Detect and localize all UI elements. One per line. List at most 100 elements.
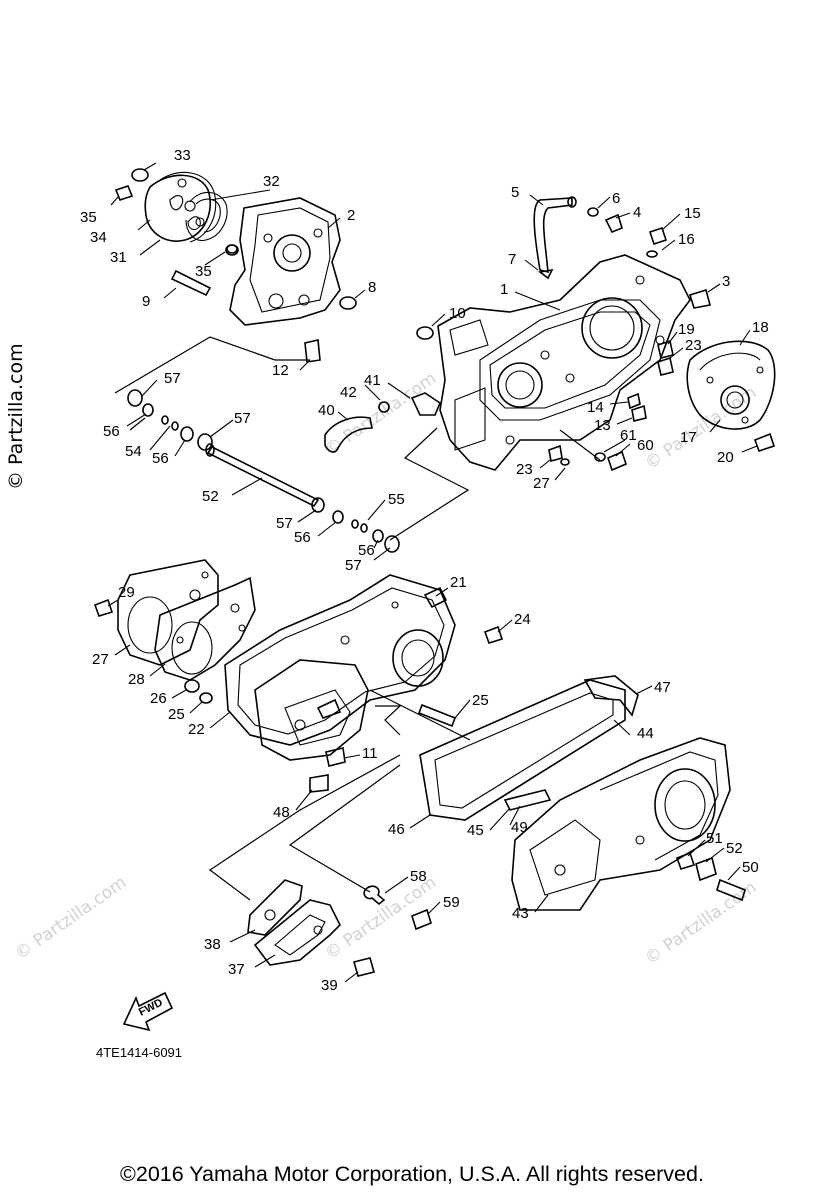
- clip-43: [378, 401, 390, 413]
- callout: 14: [587, 399, 604, 416]
- bolt-59: [411, 908, 432, 931]
- watermark-text: © Partzilla.com: [11, 872, 130, 964]
- cover-18: [686, 340, 776, 430]
- callout: 57: [234, 410, 251, 427]
- callout: 55: [388, 491, 405, 508]
- callout: 13: [594, 417, 611, 434]
- callout: 39: [321, 977, 338, 994]
- callout: 56: [358, 542, 375, 559]
- oring-16: [646, 250, 658, 258]
- bolt-14: [627, 392, 641, 410]
- callout: 45: [467, 822, 484, 839]
- dowel-3: [689, 288, 711, 309]
- callout: 23: [685, 337, 702, 354]
- callout: 57: [164, 370, 181, 387]
- callout: 18: [752, 319, 769, 336]
- callout: 46: [388, 821, 405, 838]
- diagram-code: 4TE1414-6091: [96, 1045, 182, 1060]
- callout: 38: [204, 936, 221, 953]
- plate-46: [503, 789, 552, 811]
- callout: 25: [472, 692, 489, 709]
- bracket-38: [253, 899, 341, 966]
- callout: 25: [168, 706, 185, 723]
- callout: 6: [612, 190, 620, 207]
- callout: 28: [128, 671, 145, 688]
- callout: 43: [512, 905, 529, 922]
- plug-15: [648, 226, 668, 246]
- dowel-27: [184, 679, 200, 693]
- crankcase-cover-44: [511, 737, 731, 911]
- bracket-39: [247, 879, 303, 936]
- bolt-24: [483, 625, 504, 644]
- callout: 49: [511, 819, 528, 836]
- callout: 23: [516, 461, 533, 478]
- leader-lines: [107, 162, 758, 983]
- gasket-29: [117, 559, 219, 666]
- callout: 7: [508, 251, 516, 268]
- bolt-31: [93, 598, 114, 617]
- shaft-54: [205, 443, 320, 508]
- callout: 27: [92, 651, 109, 668]
- bolt-40: [353, 957, 375, 977]
- oring-53: [695, 856, 717, 882]
- plug-11: [325, 747, 346, 767]
- callout: 61: [620, 427, 637, 444]
- gasket-33: [185, 191, 228, 242]
- nipple-42: [410, 392, 441, 416]
- callout: 19: [678, 321, 695, 338]
- washer-61: [594, 452, 606, 462]
- callout: 51: [706, 830, 723, 847]
- hose-5-end: [567, 196, 577, 208]
- plug-13: [631, 404, 647, 422]
- callout: 33: [174, 147, 191, 164]
- callout: 1: [500, 281, 508, 298]
- callout: 20: [717, 449, 734, 466]
- washer-34: [131, 168, 149, 182]
- callout: 54: [125, 443, 142, 460]
- callout: 16: [678, 231, 695, 248]
- callout: 4: [633, 204, 641, 221]
- crankcase-cover-22: [224, 574, 456, 761]
- callout: 42: [340, 384, 357, 401]
- callout: 24: [514, 611, 531, 628]
- reference-lines: [114, 336, 601, 901]
- callout: 56: [294, 529, 311, 546]
- callout: 47: [654, 679, 671, 696]
- callout: 60: [637, 437, 654, 454]
- watermark-side-text: © Partzilla.com: [5, 343, 27, 490]
- callout: 57: [276, 515, 293, 532]
- callout: 59: [443, 894, 460, 911]
- bolt-25: [417, 703, 457, 728]
- callout: 44: [637, 725, 654, 742]
- clamp-58: [363, 885, 386, 906]
- sponge-49: [309, 774, 329, 793]
- callout: 17: [680, 429, 697, 446]
- callout: 50: [742, 859, 759, 876]
- callout: 48: [273, 804, 290, 821]
- callout: 41: [364, 372, 381, 389]
- bolt-9: [170, 269, 212, 297]
- callout: 35: [80, 209, 97, 226]
- dowel-23: [657, 356, 674, 376]
- callout: 58: [410, 868, 427, 885]
- callout: 8: [368, 279, 376, 296]
- watermark-text: © Partzilla.com: [641, 877, 760, 969]
- gasket-30: [154, 576, 256, 681]
- callout: 5: [511, 184, 519, 201]
- callout: 31: [110, 249, 127, 266]
- callout: 52: [726, 840, 743, 857]
- callout: 27: [533, 475, 550, 492]
- callout: 35: [195, 263, 212, 280]
- bolt-37: [114, 185, 134, 201]
- callout: 26: [150, 690, 167, 707]
- watermark-text: © Partzilla.com: [321, 872, 440, 964]
- hose-5: [533, 197, 573, 274]
- callout: 15: [684, 205, 701, 222]
- callout: 37: [228, 961, 245, 978]
- callout: 40: [318, 402, 335, 419]
- copyright-notice: ©2016 Yamaha Motor Corporation, U.S.A. A…: [120, 1162, 704, 1186]
- clip-6: [587, 207, 599, 217]
- washers-55-56-57: [127, 389, 400, 553]
- callout: 32: [263, 173, 280, 190]
